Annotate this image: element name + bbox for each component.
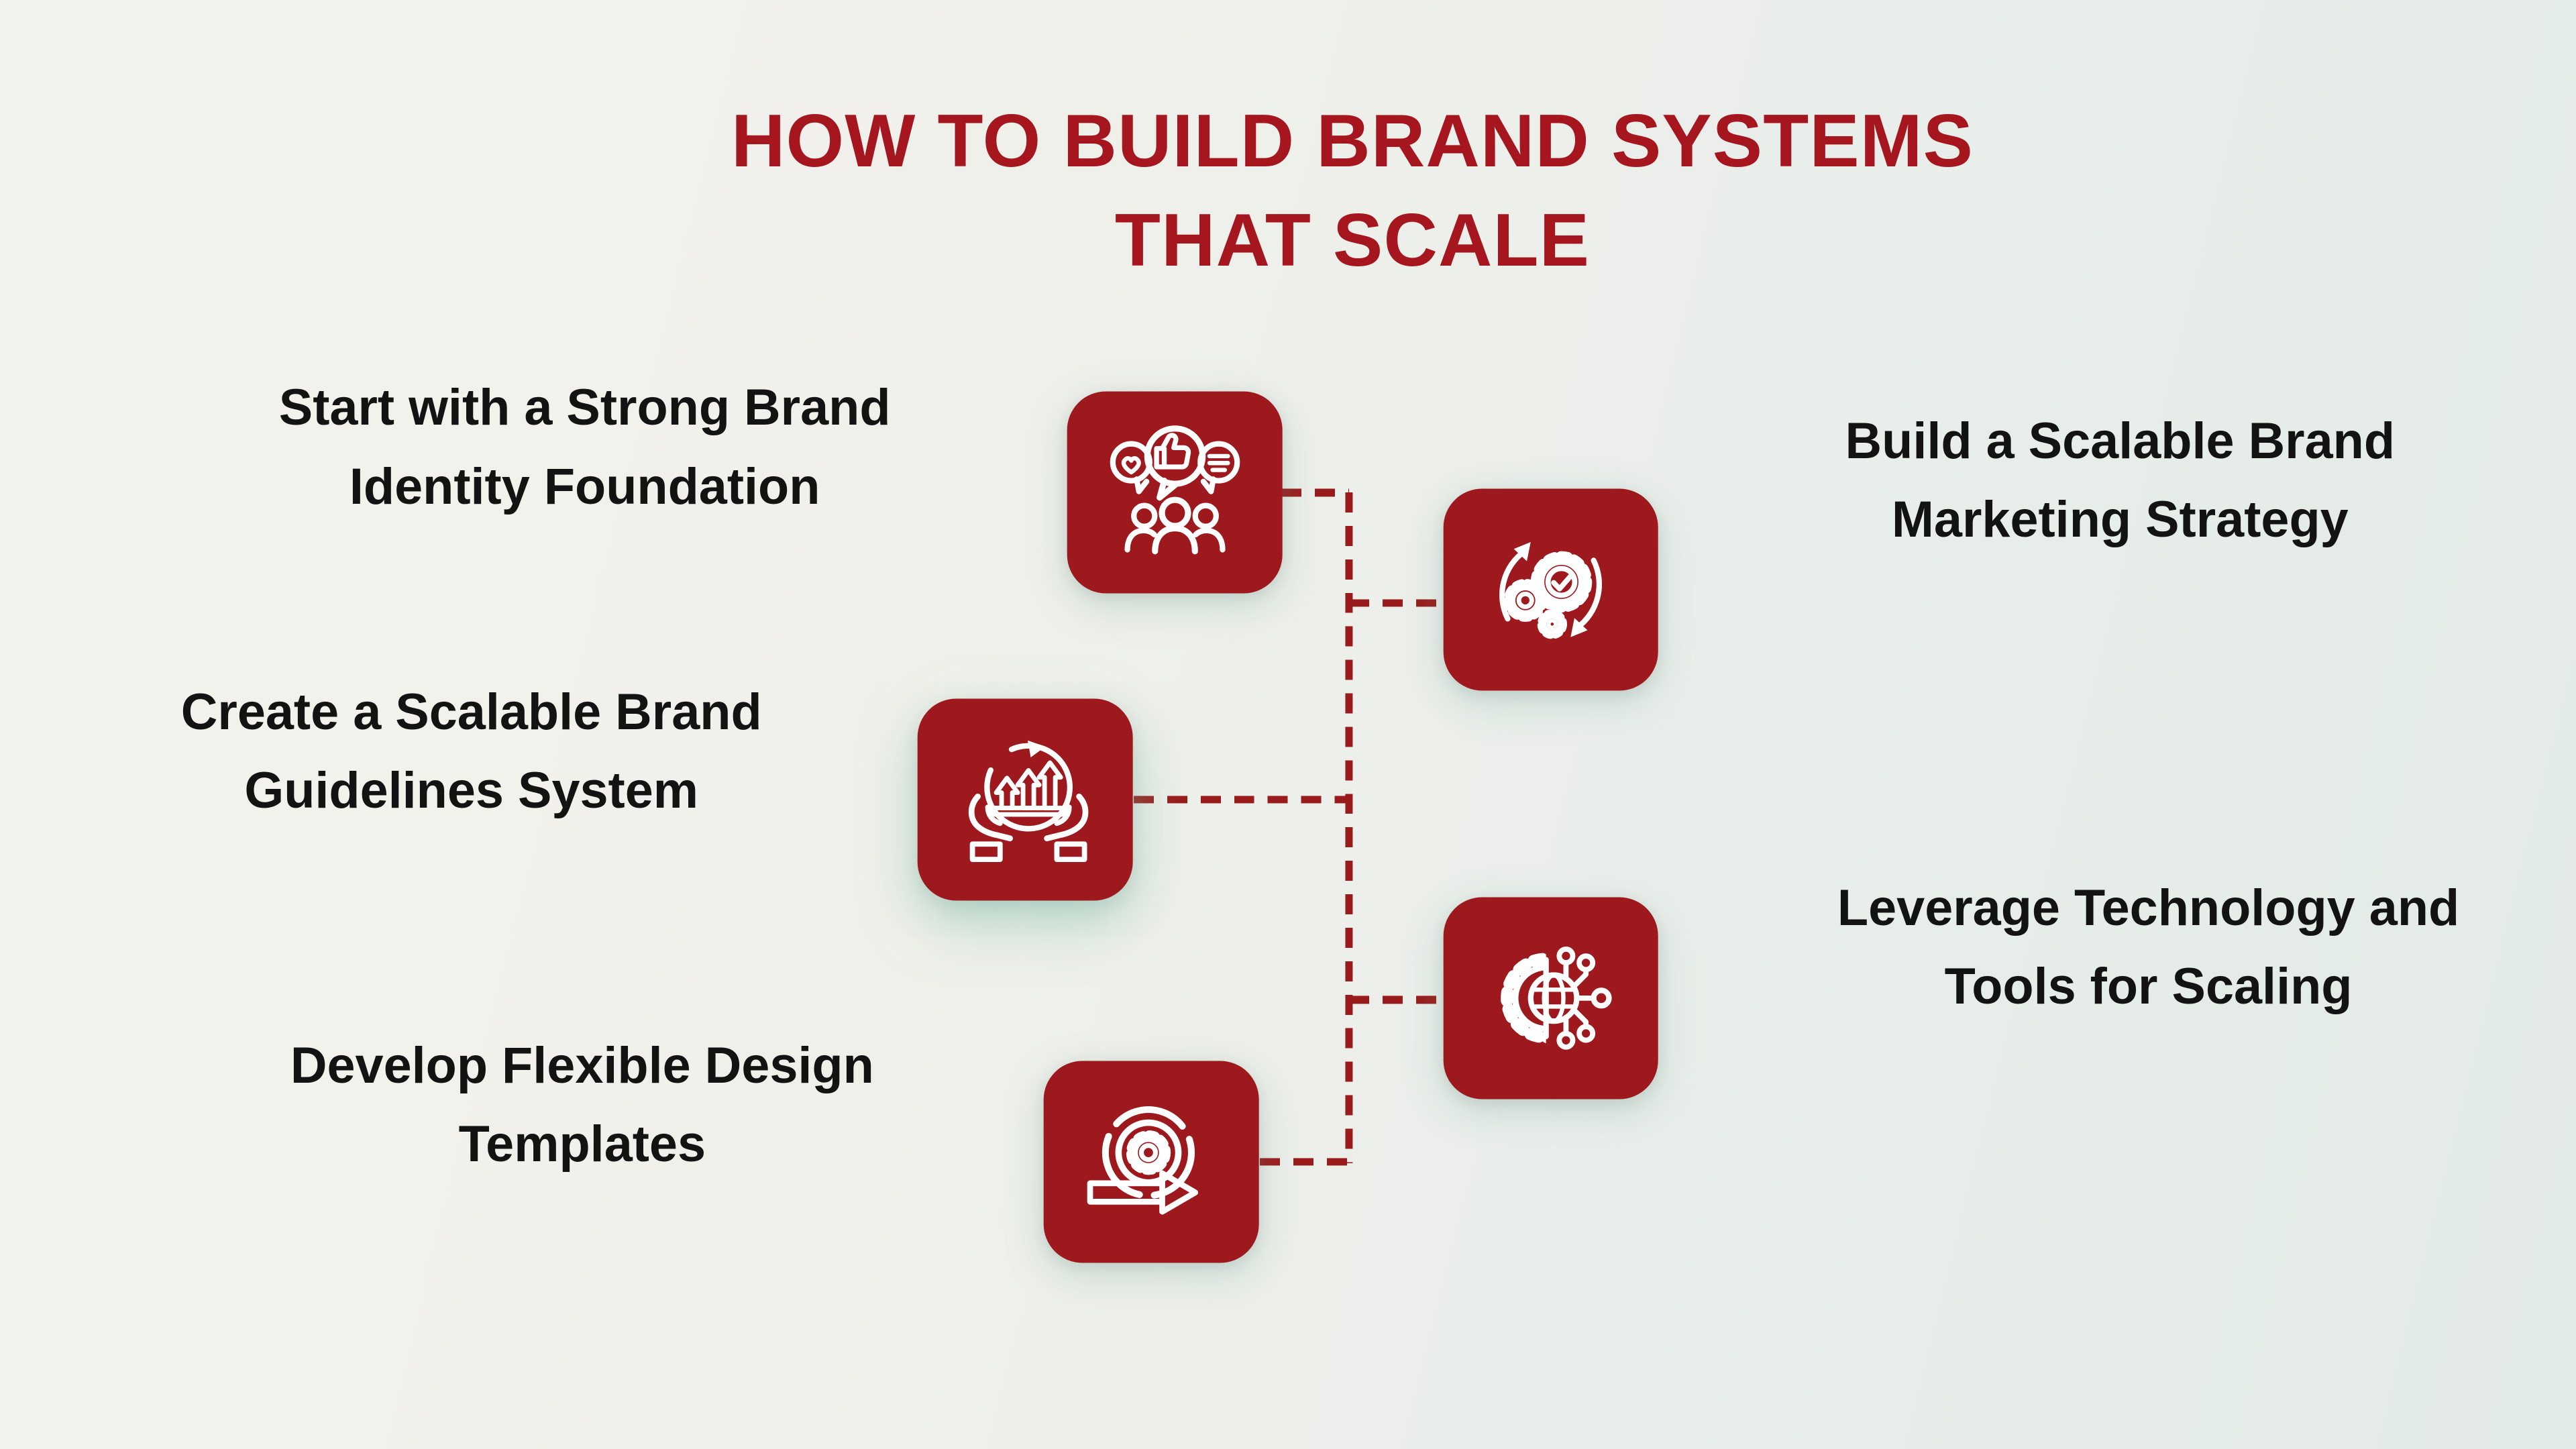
step-label-line: Develop Flexible Design [290,1037,874,1094]
step-label-design-templates: Develop Flexible Design Templates [290,1027,874,1184]
connector-identity-branch [1281,488,1349,496]
connector-templates-branch [1259,1158,1349,1166]
step-card-brand-guidelines [918,698,1133,901]
hands-growth-arrows-icon [968,741,1089,863]
step-label-brand-guidelines: Create a Scalable Brand Guidelines Syste… [181,674,762,830]
step-label-marketing-strategy: Build a Scalable Brand Marketing Strateg… [1845,402,2396,559]
step-label-line: Build a Scalable Brand [1845,413,2396,470]
step-label-line: Leverage Technology and [1837,879,2460,936]
step-label-technology-tools: Leverage Technology and Tools for Scalin… [1837,869,2459,1026]
audience-engagement-icon [1110,425,1240,554]
connector-trunk [1345,492,1353,1164]
step-label-line: Create a Scalable Brand [180,684,762,741]
connector-marketing-branch [1348,598,1442,607]
connector-technology-branch [1348,996,1442,1004]
page-title: HOW TO BUILD BRAND SYSTEMS THAT SCALE [731,91,1974,290]
agile-loop-arrow-icon [1087,1106,1199,1216]
page-title-line-1: HOW TO BUILD BRAND SYSTEMS [731,99,1974,183]
step-card-brand-identity [1067,391,1283,594]
process-gears-cycle-icon [1499,542,1603,639]
step-label-line: Identity Foundation [349,458,820,515]
step-card-technology-tools [1443,897,1658,1099]
step-label-line: Start with a Strong Brand [278,380,891,437]
step-card-marketing-strategy [1443,488,1658,691]
gear-globe-network-icon [1501,947,1612,1051]
page-title-line-2: THAT SCALE [1114,198,1591,282]
step-label-brand-identity: Start with a Strong Brand Identity Found… [279,369,891,526]
step-card-design-templates [1044,1061,1259,1263]
connector-guidelines-branch [1133,796,1349,804]
step-label-line: Templates [458,1116,706,1173]
step-label-line: Guidelines System [244,763,699,820]
step-label-line: Marketing Strategy [1891,492,2349,549]
step-label-line: Tools for Scaling [1944,958,2353,1015]
